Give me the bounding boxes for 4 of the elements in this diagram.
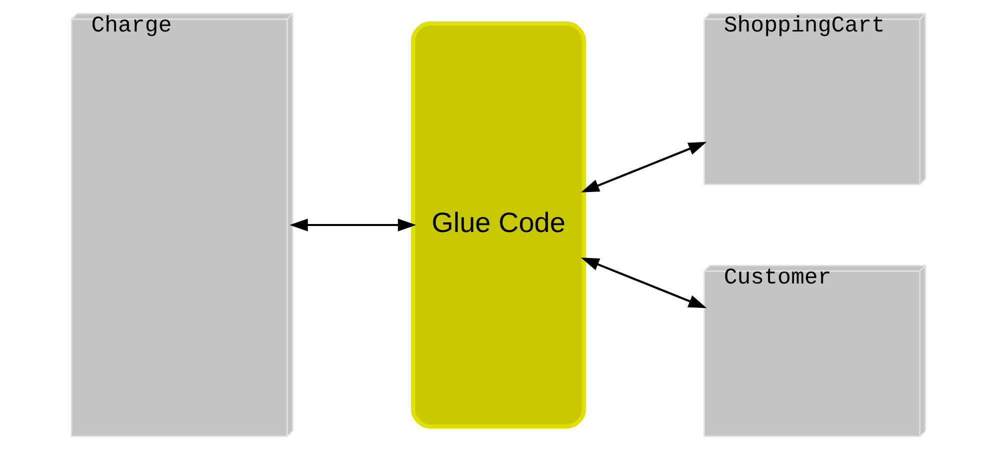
arrow xyxy=(580,258,707,308)
node-box: Glue Code xyxy=(411,21,586,429)
arrow xyxy=(290,218,416,232)
arrow xyxy=(580,142,707,192)
